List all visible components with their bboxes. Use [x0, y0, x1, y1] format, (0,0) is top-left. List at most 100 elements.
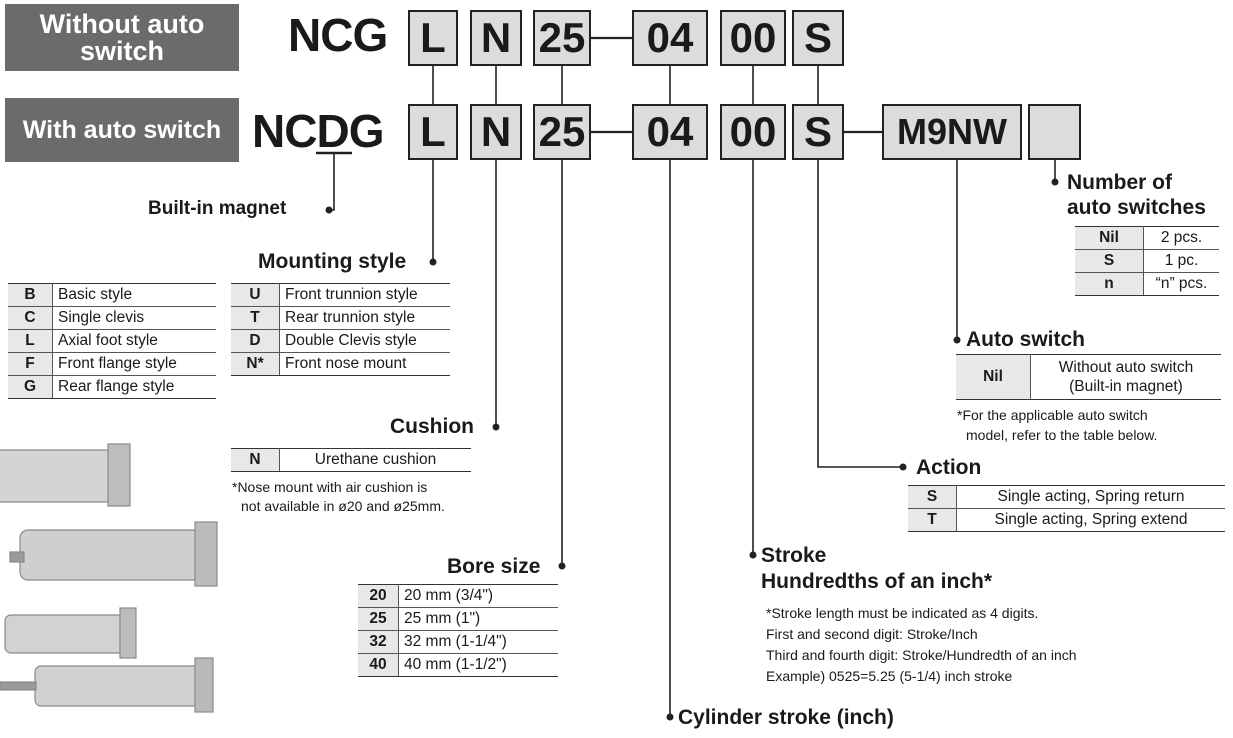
desc-cell: Front trunnion style [279, 283, 450, 307]
code-box-bottom-bore: 25 [533, 104, 591, 160]
desc-cell: 20 mm (3/4") [398, 584, 558, 608]
num-switches-heading-2: auto switches [1067, 196, 1206, 219]
desc-cell: Single acting, Spring return [956, 485, 1225, 509]
model-prefix-bottom: NCDG [252, 104, 385, 158]
code-cell: 25 [358, 607, 399, 631]
stroke-note-1: *Stroke length must be indicated as 4 di… [766, 605, 1039, 621]
without-label: Without auto switch [39, 8, 205, 66]
cushion-note-2: not available in ø20 and ø25mm. [241, 498, 445, 514]
code-cell: F [8, 352, 53, 376]
desc-cell: Rear trunnion style [279, 306, 450, 330]
prefix-part-d: D [316, 105, 349, 157]
code-box-bottom-num-switches [1028, 104, 1081, 160]
desc-cell: 32 mm (1-1/4") [398, 630, 558, 654]
code-box-bottom-mount: L [408, 104, 458, 160]
code-cell: U [231, 283, 280, 307]
code-cell: S [908, 485, 957, 509]
without-auto-switch-tag: Without auto switch [5, 4, 239, 71]
code-box-top-cushion: N [470, 10, 522, 66]
code-box-top-action: S [792, 10, 844, 66]
desc-cell: 1 pc. [1143, 249, 1219, 273]
code-box-top-stroke-hundredth: 00 [720, 10, 786, 66]
desc-cell: Rear flange style [52, 375, 216, 399]
code-box-top-mount: L [408, 10, 458, 66]
code-cell: N [231, 448, 280, 472]
code-cell: C [8, 306, 53, 330]
desc-cell: “n” pcs. [1143, 272, 1219, 296]
code-cell: N* [231, 352, 280, 376]
code-cell: T [908, 508, 957, 532]
cushion-heading: Cushion [390, 415, 474, 438]
stroke-note-4: Example) 0525=5.25 (5-1/4) inch stroke [766, 668, 1013, 684]
desc-cell: Front nose mount [279, 352, 450, 376]
code-box-top-stroke-inch: 04 [632, 10, 708, 66]
built-in-magnet-label: Built-in magnet [148, 198, 287, 219]
auto-switch-note-2: model, refer to the table below. [966, 427, 1158, 443]
code-box-bottom-stroke-hundredth: 00 [720, 104, 786, 160]
prefix-part-g: G [348, 105, 385, 157]
auto-switch-note-1: *For the applicable auto switch [957, 407, 1148, 423]
code-cell: B [8, 283, 53, 307]
desc-cell: 40 mm (1-1/2") [398, 653, 558, 677]
with-label: With auto switch [22, 115, 222, 144]
code-cell: T [231, 306, 280, 330]
code-box-bottom-auto-switch: M9NW [882, 104, 1022, 160]
code-cell: 32 [358, 630, 399, 654]
desc-cell: Front flange style [52, 352, 216, 376]
code-box-bottom-action: S [792, 104, 844, 160]
action-heading: Action [916, 456, 982, 479]
code-cell: S [1075, 249, 1144, 273]
table-row: Nil Without auto switch (Built-in magnet… [956, 354, 1221, 400]
desc-cell: 2 pcs. [1143, 226, 1219, 250]
with-auto-switch-tag: With auto switch [5, 98, 239, 162]
table-row: N*Front nose mount [231, 352, 450, 376]
stroke-note-2: First and second digit: Stroke/Inch [766, 626, 978, 642]
desc-cell: Without auto switch (Built-in magnet) [1030, 354, 1221, 400]
cushion-note-1: *Nose mount with air cushion is [232, 479, 428, 495]
code-cell: 40 [358, 653, 399, 677]
code-cell: n [1075, 272, 1144, 296]
model-prefix-top: NCG [288, 9, 388, 61]
desc-cell: Urethane cushion [279, 448, 471, 472]
stroke-heading: Stroke [761, 544, 827, 567]
cylinder-stroke-heading: Cylinder stroke (inch) [678, 706, 894, 729]
code-cell: G [8, 375, 53, 399]
desc-cell: Double Clevis style [279, 329, 450, 353]
code-cell: Nil [956, 354, 1031, 400]
code-cell: 20 [358, 584, 399, 608]
code-cell: L [8, 329, 53, 353]
code-box-top-bore: 25 [533, 10, 591, 66]
mounting-style-heading: Mounting style [258, 250, 407, 273]
desc-cell: 25 mm (1") [398, 607, 558, 631]
prefix-part-nc: NC [252, 105, 317, 157]
stroke-subheading: Hundredths of an inch* [761, 570, 992, 593]
auto-switch-heading: Auto switch [966, 328, 1085, 351]
desc-cell: Single clevis [52, 306, 216, 330]
desc-cell: Axial foot style [52, 329, 216, 353]
table-row: n“n” pcs. [1075, 272, 1219, 296]
auto-switch-table: Nil Without auto switch (Built-in magnet… [956, 354, 1221, 400]
cylinder-illustration [0, 443, 218, 713]
code-cell: Nil [1075, 226, 1144, 250]
num-switches-heading-1: Number of [1067, 171, 1172, 194]
